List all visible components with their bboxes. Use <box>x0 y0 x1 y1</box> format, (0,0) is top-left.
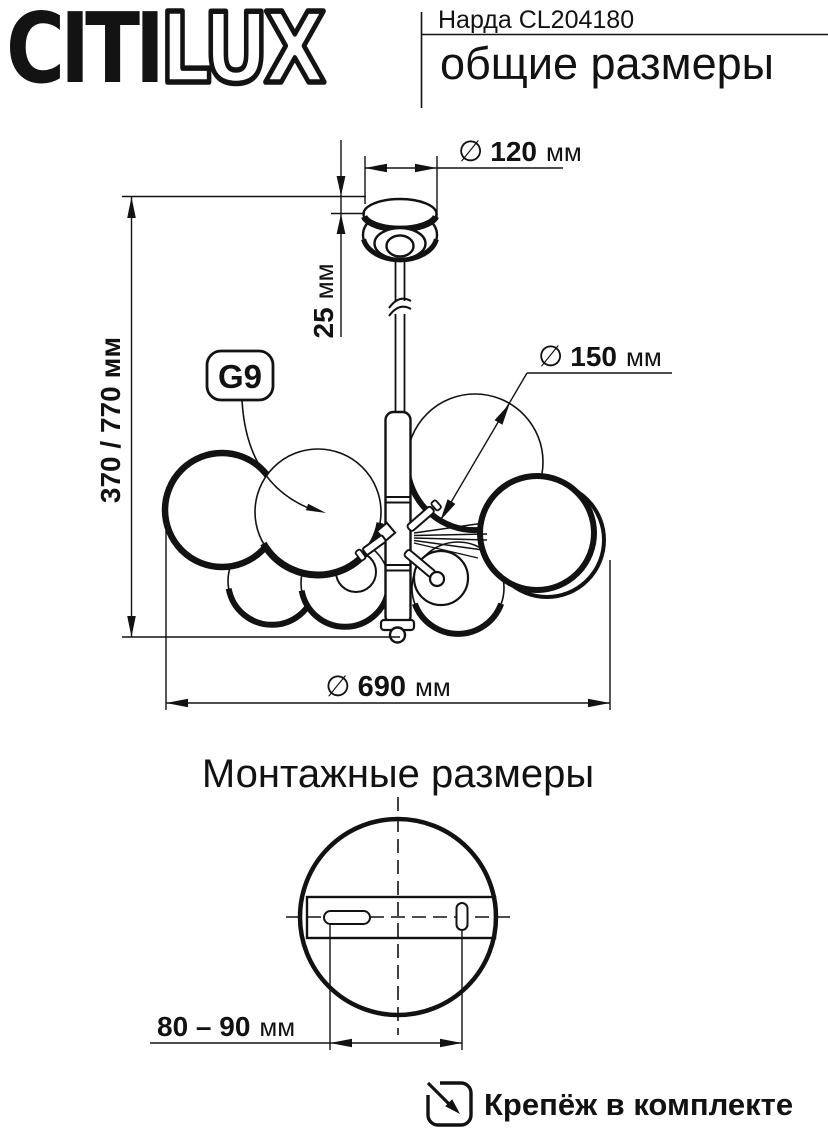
citilux-logo: CITILUX <box>6 0 332 108</box>
hanger-rod <box>394 249 406 416</box>
canopy-diameter-unit: мм <box>546 137 582 167</box>
diameter-symbol: ∅ <box>538 341 563 373</box>
rod-break-symbol <box>388 297 412 317</box>
overall-diameter-unit: мм <box>415 672 451 702</box>
globe-diameter-value: 150 <box>570 341 617 372</box>
overall-height-value: 370 / 770 <box>95 386 126 503</box>
dimension-canopy-diameter: ∅120 мм <box>364 136 582 220</box>
diameter-symbol: ∅ <box>325 671 350 703</box>
footer: Крепёж в комплекте <box>418 1073 793 1127</box>
mounting-bracket <box>305 895 497 940</box>
dimension-canopy-height: 25 мм <box>122 140 366 338</box>
canopy-height-unit: мм <box>309 264 339 300</box>
dimension-overall-height: 370 / 770 мм <box>95 197 400 638</box>
logo-outline-part: LUX <box>160 0 324 106</box>
socket-ball <box>428 570 446 588</box>
globe-right <box>477 473 597 593</box>
mounting-plate-drawing <box>286 797 510 1035</box>
hardware-included-note: Крепёж в комплекте <box>484 1087 793 1122</box>
dimension-hole-spacing: 80 – 90 мм <box>150 924 463 1050</box>
svg-text:25мм: 25 мм <box>308 264 339 339</box>
ceiling-canopy <box>361 197 439 263</box>
hole-spacing-unit: мм <box>259 1012 295 1042</box>
product-model: Нарда CL204180 <box>438 6 634 34</box>
globe-diameter-unit: мм <box>626 342 662 372</box>
mounting-section-title: Монтажные размеры <box>202 752 594 796</box>
svg-text:370 / 770мм: 370 / 770 мм <box>95 337 126 503</box>
socket-type-label: G9 <box>218 358 262 395</box>
overall-height-unit: мм <box>95 337 126 378</box>
mounting-section: Монтажные размеры 80 – 90 мм <box>150 752 594 1050</box>
socket-type-callout: G9 <box>205 349 326 513</box>
overall-diameter-value: 690 <box>358 671 406 703</box>
center-tube <box>379 410 416 644</box>
globe-arms <box>354 499 488 588</box>
hole-spacing-value: 80 – 90 <box>157 1011 250 1042</box>
finial-ball <box>388 626 407 644</box>
dimension-overall-diameter: ∅690 мм <box>165 512 611 710</box>
arm-fan <box>413 522 488 559</box>
hardware-included-icon <box>418 1073 473 1127</box>
logo-solid-part: CITI <box>6 0 160 106</box>
page-subtitle: общие размеры <box>440 38 774 89</box>
diameter-symbol: ∅ <box>458 136 483 168</box>
mounting-slot-right <box>455 902 469 931</box>
canopy-height-value: 25 <box>308 307 339 338</box>
svg-text:CITILUX: CITILUX <box>6 0 324 106</box>
dimension-globe-diameter: ∅150 мм <box>439 341 672 521</box>
mounting-slot-left <box>323 910 371 925</box>
canopy-diameter-value: 120 <box>490 136 537 167</box>
header: CITILUX Нарда CL204180 общие размеры <box>6 0 828 108</box>
